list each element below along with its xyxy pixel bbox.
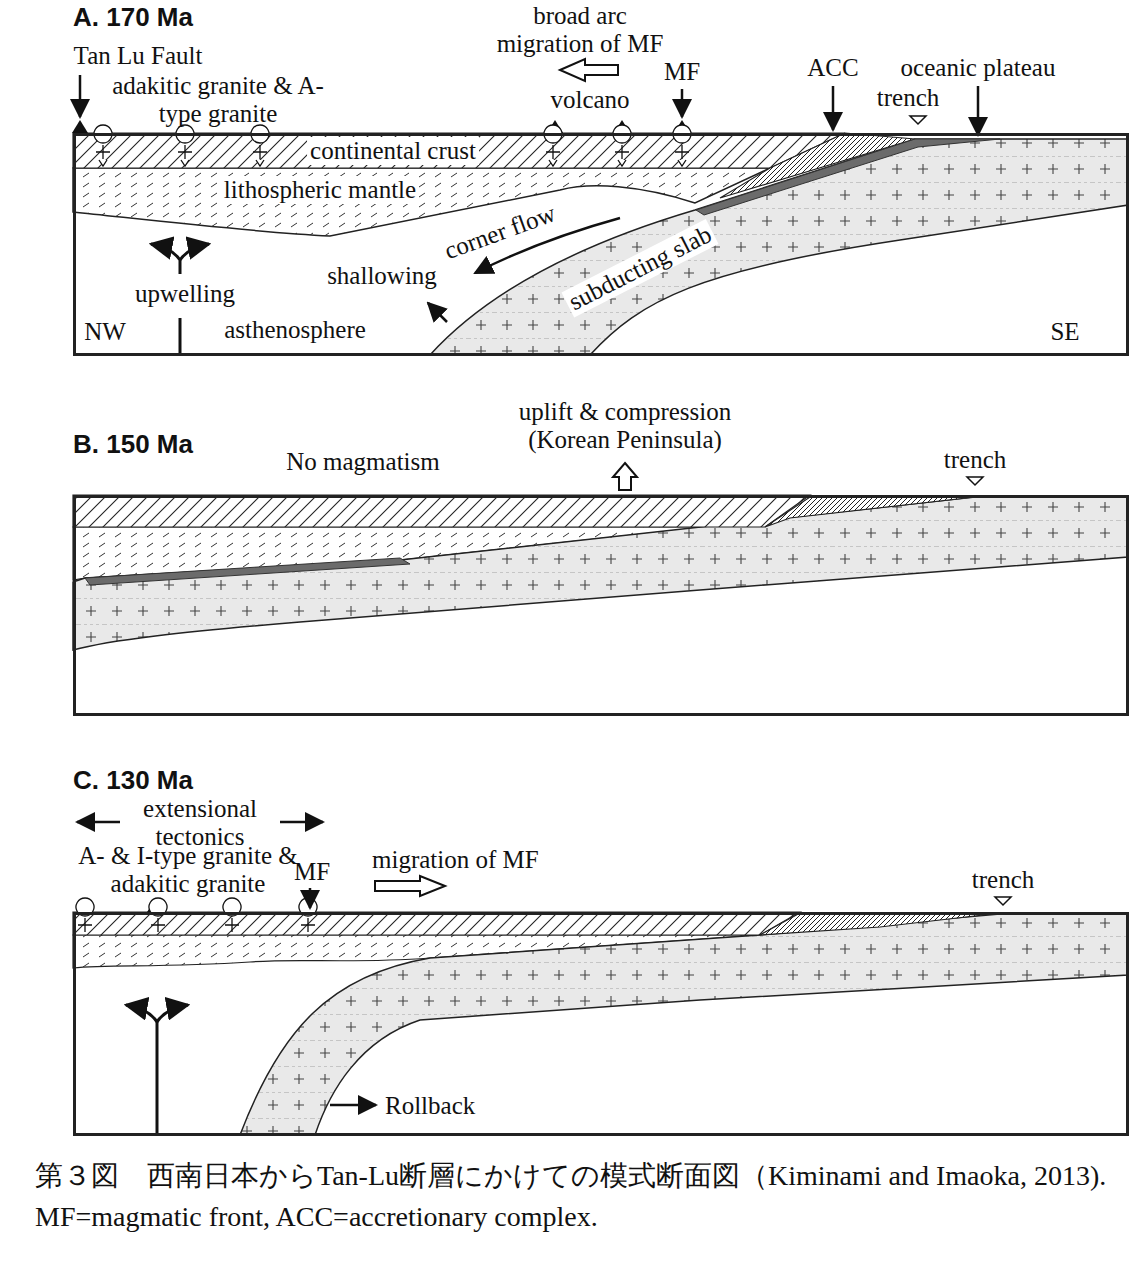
volcano-label: volcano — [550, 86, 629, 114]
rollback-label: Rollback — [385, 1092, 475, 1120]
panel-ground — [73, 495, 1128, 715]
pointer-arrow — [79, 75, 82, 117]
extension-arrow — [280, 821, 323, 824]
layer-label: asthenosphere — [224, 316, 366, 344]
panel-ground — [73, 133, 1128, 355]
upwelling-arrow — [151, 244, 180, 274]
fault-label: Tan Lu Fault — [74, 42, 203, 70]
subducting-slab — [240, 914, 1128, 1135]
granite-symbol — [176, 125, 194, 166]
granite-symbol — [151, 918, 165, 932]
mf-label: MF — [664, 58, 700, 86]
accretionary-complex — [720, 133, 915, 198]
shallowing-arrow — [428, 303, 447, 322]
granite-symbol — [615, 145, 629, 159]
panel-heading: A. 170 Ma — [73, 3, 193, 32]
trench-label: trench — [877, 84, 939, 112]
granite-symbol — [673, 125, 691, 166]
granite-label: adakitic granite & A-type granite — [111, 72, 326, 127]
oceanic-plateau — [696, 139, 1000, 215]
hollow-arrow — [613, 463, 637, 490]
trench-marker — [910, 116, 926, 124]
upwelling-stem — [156, 1020, 159, 1135]
granite-symbol — [178, 145, 192, 159]
upwelling-arrow — [180, 244, 209, 260]
granite-symbol — [546, 145, 560, 159]
pointer-arrow — [309, 888, 312, 908]
continental-crust — [73, 912, 800, 935]
granite-symbol — [253, 145, 267, 159]
trench-marker — [967, 477, 983, 485]
accretionary-complex — [760, 913, 1000, 935]
granite-symbol — [78, 918, 92, 932]
upwelling-arrow — [126, 1005, 157, 1022]
layer-label: continental crust — [307, 137, 479, 165]
section-panel: B. 150 Ma — [73, 495, 1129, 716]
direction-label: NW — [84, 318, 126, 346]
pointer-arrow — [681, 89, 684, 117]
tectonics-label: extensional tectonics — [125, 795, 275, 850]
hollow-arrow — [560, 59, 618, 81]
granite-symbol — [613, 125, 631, 166]
granite-symbol — [225, 918, 239, 932]
trench-label: trench — [944, 446, 1006, 474]
upwelling-stem — [179, 318, 182, 355]
oceanic-plateau — [85, 558, 410, 585]
upwelling-arrow — [157, 1005, 188, 1022]
direction-label: SE — [1050, 318, 1079, 346]
trench-label: trench — [972, 866, 1034, 894]
continental-crust — [73, 495, 810, 527]
rollback-arrow — [330, 1104, 376, 1107]
granite-symbols — [94, 125, 691, 166]
panel-ground — [73, 912, 1128, 1135]
granite-symbol — [96, 145, 110, 159]
acc-label: ACC — [807, 54, 858, 82]
migration-label: broad arc migration of MF — [485, 2, 675, 57]
extension-arrow — [77, 821, 120, 824]
mf-label: MF — [294, 858, 330, 886]
panel-b-art — [73, 463, 1128, 715]
magmatism-label: No magmatism — [286, 448, 439, 476]
figure-caption: 第３図 西南日本からTan-Lu断層にかけての模式断面図（Kiminami an… — [35, 1156, 1130, 1237]
upwelling-label: upwelling — [135, 280, 235, 308]
trench-marker — [995, 897, 1011, 905]
granite-symbol — [251, 125, 269, 166]
panel-a-art — [72, 59, 1128, 355]
hollow-arrow — [375, 876, 445, 896]
granite-symbol — [675, 145, 689, 159]
pointer-arrow — [977, 86, 980, 135]
pointer-arrow — [832, 86, 835, 130]
plateau-label: oceanic plateau — [901, 54, 1056, 82]
volcano-symbol — [72, 120, 88, 133]
granite-label: A- & I-type granite & adakitic granite — [68, 842, 308, 897]
section-panel: C. 130 Ma — [73, 912, 1129, 1136]
panel-heading: B. 150 Ma — [73, 430, 193, 459]
accretionary-complex — [765, 497, 975, 527]
migration-label: migration of MF — [372, 846, 539, 874]
panel-heading: C. 130 Ma — [73, 766, 193, 795]
shallowing-label: shallowing — [327, 262, 437, 290]
uplift-label: uplift & compression (Korean Peninsula) — [495, 398, 755, 453]
granite-symbol — [301, 918, 315, 932]
granite-symbol — [544, 125, 562, 166]
granite-symbol — [94, 125, 112, 166]
layer-label: lithospheric mantle — [221, 176, 419, 204]
